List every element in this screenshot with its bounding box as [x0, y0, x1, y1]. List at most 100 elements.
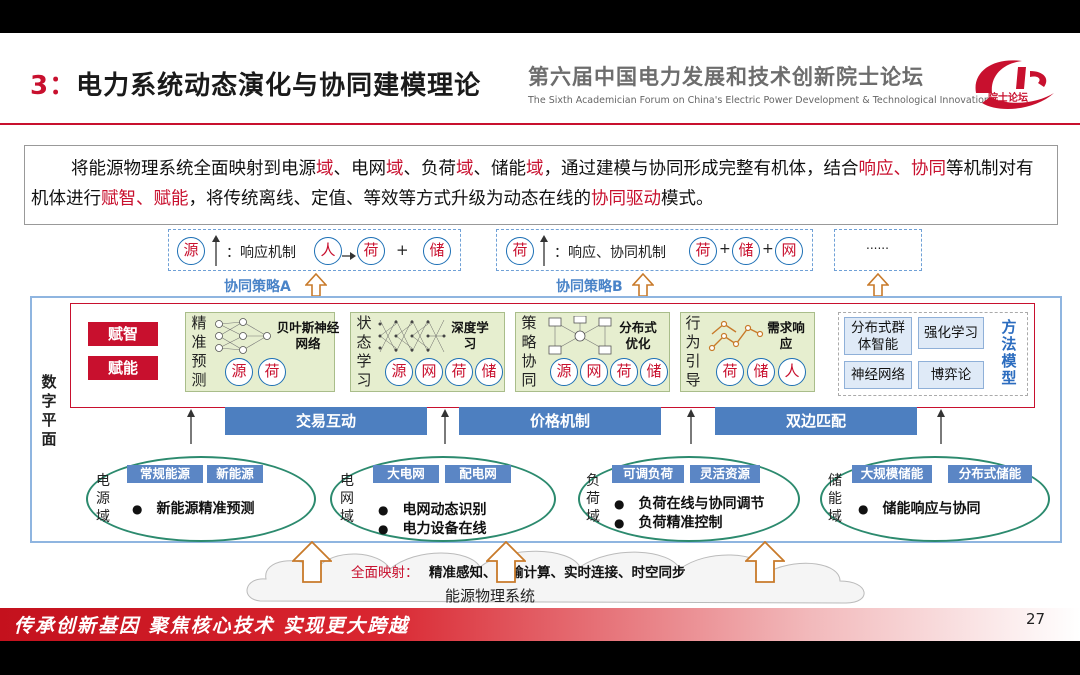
hollow-up-arrow-icon	[304, 272, 328, 297]
tag-empower-capability: 赋能	[88, 356, 158, 380]
strategy-more-box	[834, 229, 922, 271]
mapping-items: 精准感知、传输计算、实时连接、时空同步	[429, 565, 686, 581]
strategy-b-source: 荷	[506, 237, 534, 265]
strategy-a-box	[168, 229, 461, 271]
intro-segment: 域	[526, 159, 544, 179]
plus-sign: +	[719, 241, 731, 257]
intro-segment: 、电网	[333, 159, 387, 179]
strategy-b-p3: 网	[775, 237, 803, 265]
chip-adjustable-load: 可调负荷	[612, 465, 684, 483]
bar-price-mechanism: 价格机制	[459, 407, 661, 435]
panel-2-vertical-label: 状态学习	[356, 314, 372, 389]
panel-1-vertical-label: 精准预测	[191, 314, 207, 389]
chip-bulk-grid: 大电网	[373, 465, 439, 483]
domain-load-item-1: 负荷在线与协同调节	[614, 493, 764, 513]
intro-segment: 域	[316, 159, 334, 179]
bar-bilateral-matching: 双边匹配	[715, 407, 917, 435]
method-neural-network: 神经网络	[844, 361, 912, 389]
method-distributed-swarm: 分布式群体智能	[844, 317, 912, 355]
logo-text: 院士论坛	[988, 91, 1028, 104]
panel-3-vertical-label: 策略协同	[521, 314, 537, 389]
up-arrow-icon	[440, 409, 450, 445]
domain-load-ellipse	[578, 456, 800, 542]
plus-sign: +	[396, 241, 409, 259]
physical-system-label: 能源物理系统	[445, 587, 536, 605]
domain-source-ellipse	[86, 456, 316, 542]
panel-2-c3: 荷	[445, 358, 473, 386]
chip-conventional-energy: 常规能源	[127, 465, 203, 483]
panel-4-c1: 荷	[716, 358, 744, 386]
domain-storage-name: 储能域	[828, 473, 842, 525]
panel-2-c2: 网	[415, 358, 443, 386]
forum-logo: 院士论坛	[968, 53, 1062, 117]
strategy-b-box	[496, 229, 813, 271]
methods-box	[838, 312, 1028, 396]
neural-network-icon	[213, 316, 273, 356]
strategy-b-mechanism: ：响应、协同机制	[554, 245, 666, 261]
bar-trading-interaction: 交易互动	[225, 407, 427, 435]
strategy-more-ellipsis: ......	[866, 238, 889, 252]
forum-title-en: The Sixth Academician Forum on China's E…	[528, 95, 990, 106]
slide: 3：电力系统动态演化与协同建模理论 第六届中国电力发展和技术创新院士论坛 The…	[0, 33, 1080, 641]
panel-4-c2: 储	[747, 358, 775, 386]
page-number: 27	[1026, 610, 1046, 628]
panel-2-c4: 储	[475, 358, 503, 386]
up-arrow-icon	[186, 409, 196, 445]
hollow-up-arrow-icon	[484, 540, 528, 583]
intro-segment: 等机制对有机体进行	[31, 159, 1034, 209]
strategy-a-mechanism: ：响应机制	[226, 245, 296, 261]
panel-3-c2: 网	[580, 358, 608, 386]
up-arrow-icon	[936, 409, 946, 445]
domain-grid-name: 电网域	[340, 473, 354, 525]
panel-1-c2: 荷	[258, 358, 286, 386]
domain-source-name: 电源域	[96, 473, 110, 525]
intro-segment: 模式。	[661, 189, 714, 209]
hollow-up-arrow-icon	[631, 272, 655, 297]
hollow-up-arrow-icon	[290, 540, 334, 583]
panel-1-title: 贝叶斯神经网络	[276, 320, 340, 351]
domain-load-item-2: 负荷精准控制	[614, 512, 722, 532]
strategy-a-source: 源	[177, 237, 205, 265]
up-arrow-icon	[539, 235, 549, 267]
up-arrow-icon	[211, 235, 221, 267]
panel-3-title: 分布式优化	[619, 320, 657, 351]
panel-4-vertical-label: 行为引导	[685, 314, 701, 389]
intro-segment: 将能源物理系统全面映射到电源	[71, 159, 316, 179]
digital-plane-box	[30, 296, 1062, 543]
intro-segment: 赋智、赋能	[101, 189, 189, 209]
intro-segment: ，通过建模与协同形成完整有机体，结合	[543, 159, 859, 179]
footer-band	[0, 608, 1080, 641]
digital-plane-label: 数字平面	[41, 373, 57, 448]
intro-segment: 域	[386, 159, 404, 179]
intro-segment: 响应、协同	[858, 159, 947, 179]
domain-storage-ellipse	[820, 456, 1050, 542]
strategy-b-label: 协同策略B	[556, 279, 623, 295]
strategy-a-p1: 人	[314, 237, 342, 265]
domain-grid-item-1: 电网动态识别	[378, 499, 486, 519]
methods-label: 方法模型	[1001, 318, 1017, 387]
domain-source-item-1: 新能源精准预测	[132, 498, 254, 518]
panel-4-title: 需求响应	[767, 320, 805, 351]
intro-segment: 、负荷	[403, 159, 457, 179]
panel-3-c1: 源	[550, 358, 578, 386]
panel-3-c4: 储	[640, 358, 668, 386]
intro-segment: ，将传统离线、定值、等效等方式升级为动态在线的	[188, 189, 592, 209]
intro-segment: 域	[456, 159, 474, 179]
panel-2-title: 深度学习	[451, 320, 489, 351]
intro-segment: 、储能	[473, 159, 527, 179]
demand-response-icon	[708, 318, 764, 354]
up-arrow-icon	[686, 409, 696, 445]
right-arrow-icon	[342, 246, 356, 260]
mapping-label: 全面映射：	[351, 565, 419, 581]
panel-3-c3: 荷	[610, 358, 638, 386]
strategy-a-label: 协同策略A	[224, 279, 291, 295]
hollow-up-arrow-icon	[866, 272, 890, 297]
page-title: 3：电力系统动态演化与协同建模理论	[30, 71, 482, 101]
chip-distribution-grid: 配电网	[445, 465, 511, 483]
strategy-a-p2: 荷	[357, 237, 385, 265]
method-reinforcement-learning: 强化学习	[918, 317, 984, 349]
chip-new-energy: 新能源	[207, 465, 263, 483]
chip-flexible-resources: 灵活资源	[690, 465, 760, 483]
intro-paragraph: 将能源物理系统全面映射到电源域、电网域、负荷域、储能域，通过建模与协同形成完整有…	[24, 145, 1058, 225]
panel-2-c1: 源	[385, 358, 413, 386]
